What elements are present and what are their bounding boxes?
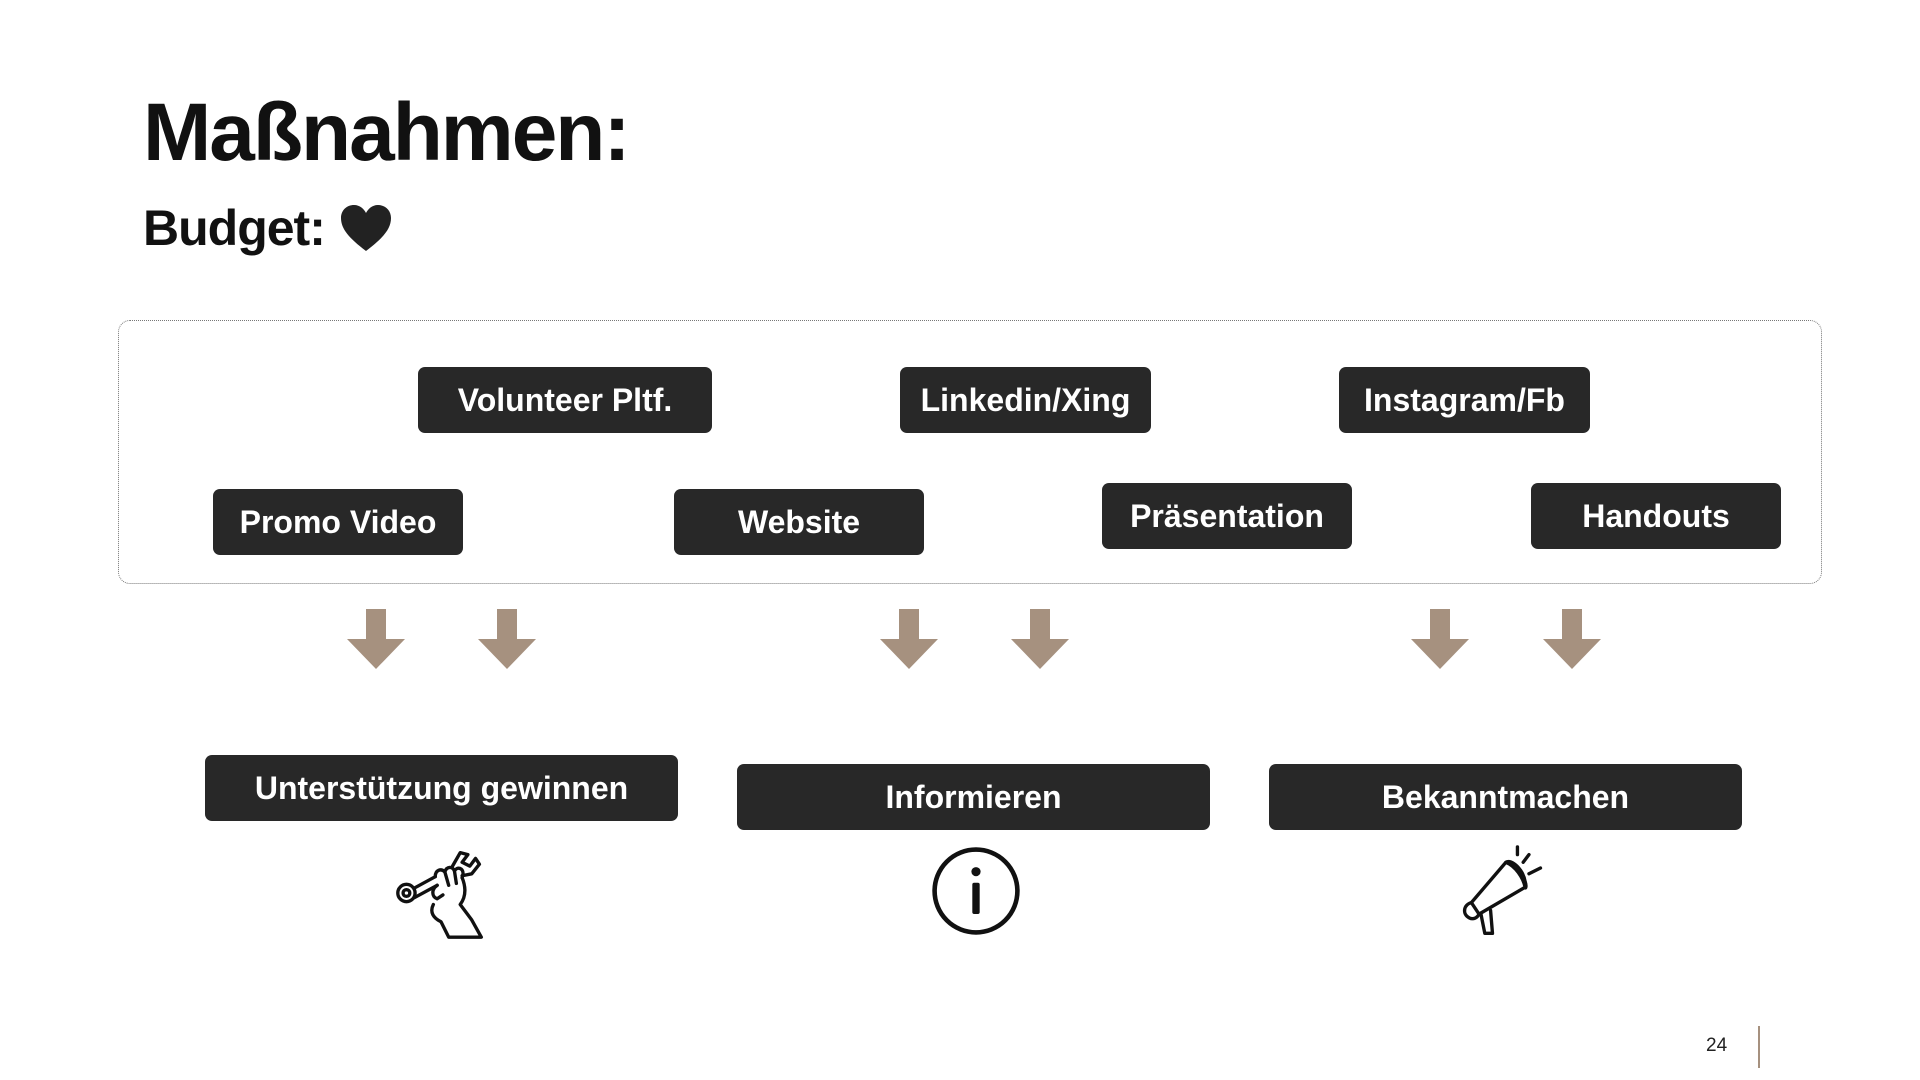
goal-announce: Bekanntmachen — [1269, 764, 1742, 830]
arrow-down-icon — [478, 609, 536, 669]
measures-frame — [118, 320, 1822, 584]
arrow-down-icon — [880, 609, 938, 669]
tag-handouts: Handouts — [1531, 483, 1781, 549]
page-title: Maßnahmen: — [143, 87, 631, 178]
tag-volunteer-platform: Volunteer Pltf. — [418, 367, 712, 433]
budget-label: Budget: — [143, 200, 326, 256]
goal-inform: Informieren — [737, 764, 1210, 830]
tag-promo-video: Promo Video — [213, 489, 463, 555]
heart-icon — [340, 205, 391, 251]
arrow-down-icon — [347, 609, 405, 669]
arrow-down-icon — [1411, 609, 1469, 669]
megaphone-icon — [1462, 845, 1543, 935]
tag-linkedin-xing: Linkedin/Xing — [900, 367, 1151, 433]
page-number: 24 — [1706, 1035, 1728, 1056]
tag-praesentation: Präsentation — [1102, 483, 1352, 549]
arrow-down-icon — [1543, 609, 1601, 669]
page-number-divider — [1758, 1026, 1760, 1068]
budget-line: Budget: — [143, 203, 393, 253]
wrench-hand-icon — [396, 851, 483, 939]
goal-support: Unterstützung gewinnen — [205, 755, 678, 821]
arrow-down-icon — [1011, 609, 1069, 669]
tag-website: Website — [674, 489, 924, 555]
tag-instagram-fb: Instagram/Fb — [1339, 367, 1590, 433]
info-icon — [932, 847, 1020, 935]
